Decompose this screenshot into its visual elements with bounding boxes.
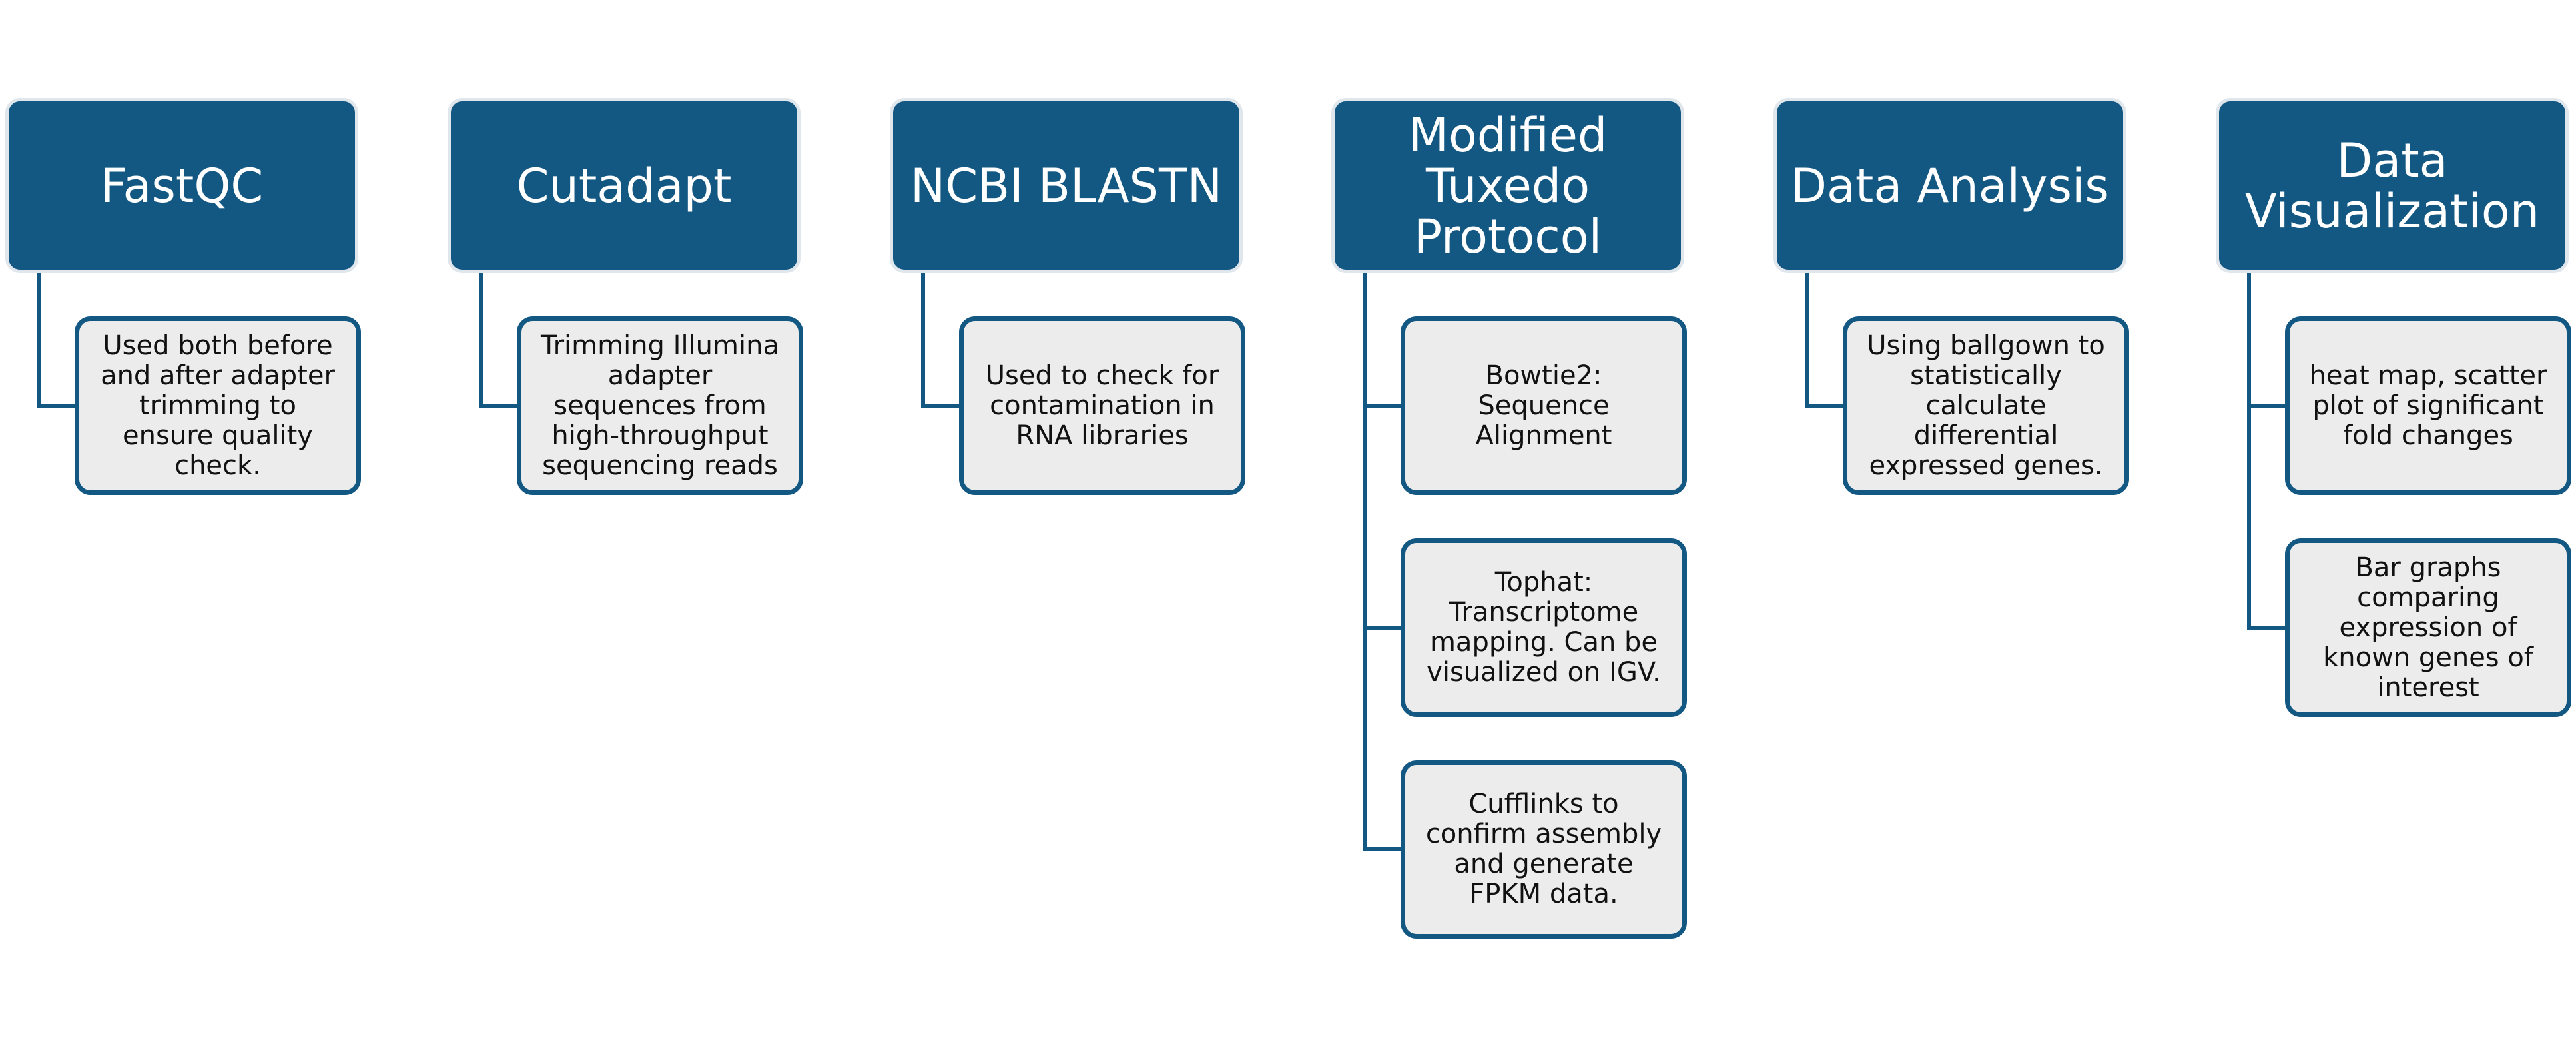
column-data-analysis: Data Analysis Using ballgown to statisti…: [1773, 0, 2133, 1038]
header-modified-tuxedo: Modified Tuxedo Protocol: [1331, 98, 1684, 273]
child-data-analysis-1-text: Using ballgown to statistically calculat…: [1867, 330, 2105, 481]
child-fastqc-1: Used both before and after adapter trimm…: [75, 316, 361, 495]
child-cufflinks-text: Cufflinks to confirm assembly and genera…: [1425, 789, 1662, 909]
child-cufflinks: Cufflinks to confirm assembly and genera…: [1401, 760, 1687, 939]
header-ncbi-blastn: NCBI BLASTN: [890, 98, 1243, 273]
header-fastqc-label: FastQC: [100, 158, 264, 213]
column-fastqc: FastQC Used both before and after adapte…: [5, 0, 365, 1038]
child-data-analysis-1: Using ballgown to statistically calculat…: [1843, 316, 2129, 495]
column-data-visualization: Data Visualization heat map, scatter plo…: [2216, 0, 2575, 1038]
header-data-visualization-label: Data Visualization: [2244, 133, 2540, 239]
child-bowtie2-text: Bowtie2: Sequence Alignment: [1475, 360, 1612, 451]
child-ncbi-blastn-1-text: Used to check for contamination in RNA l…: [985, 360, 1219, 451]
child-fastqc-1-text: Used both before and after adapter trimm…: [101, 330, 335, 481]
header-fastqc: FastQC: [5, 98, 358, 273]
child-cutadapt-1: Trimming Illumina adapter sequences from…: [517, 316, 803, 495]
header-modified-tuxedo-label: Modified Tuxedo Protocol: [1408, 107, 1608, 264]
child-cutadapt-1-text: Trimming Illumina adapter sequences from…: [541, 330, 779, 481]
child-heat-map: heat map, scatter plot of significant fo…: [2285, 316, 2571, 495]
child-heat-map-text: heat map, scatter plot of significant fo…: [2309, 360, 2547, 451]
child-bowtie2: Bowtie2: Sequence Alignment: [1401, 316, 1687, 495]
column-cutadapt: Cutadapt Trimming Illumina adapter seque…: [448, 0, 807, 1038]
header-cutadapt-label: Cutadapt: [516, 158, 732, 213]
header-data-analysis-label: Data Analysis: [1791, 158, 2109, 213]
child-bar-graphs-text: Bar graphs comparing expression of known…: [2323, 552, 2533, 703]
child-tophat: Tophat: Transcriptome mapping. Can be vi…: [1401, 538, 1687, 717]
child-tophat-text: Tophat: Transcriptome mapping. Can be vi…: [1427, 567, 1661, 688]
column-ncbi-blastn: NCBI BLASTN Used to check for contaminat…: [890, 0, 1249, 1038]
child-bar-graphs: Bar graphs comparing expression of known…: [2285, 538, 2571, 717]
column-modified-tuxedo: Modified Tuxedo Protocol Bowtie2: Sequen…: [1331, 0, 1691, 1038]
child-ncbi-blastn-1: Used to check for contamination in RNA l…: [959, 316, 1245, 495]
header-ncbi-blastn-label: NCBI BLASTN: [910, 158, 1223, 213]
header-cutadapt: Cutadapt: [448, 98, 801, 273]
header-data-visualization: Data Visualization: [2216, 98, 2569, 273]
header-data-analysis: Data Analysis: [1773, 98, 2126, 273]
